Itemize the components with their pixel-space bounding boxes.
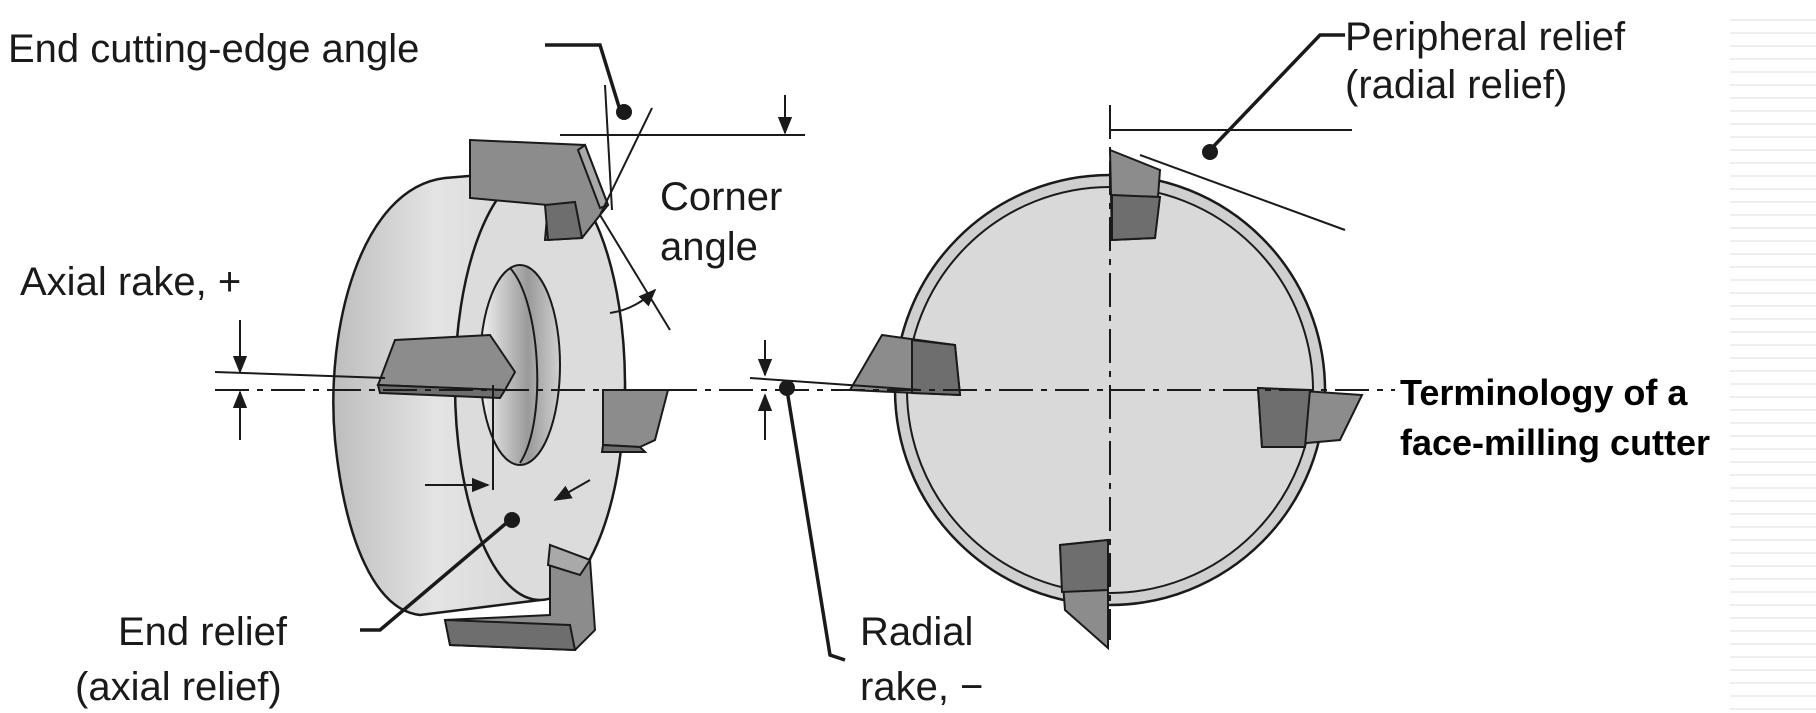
top-insert — [469, 138, 610, 242]
caption-line-1: Terminology of a — [1400, 372, 1688, 413]
annotation-lines — [214, 33, 1352, 662]
face-insert — [600, 389, 670, 453]
label-end-cutting-edge-angle: End cutting-edge angle — [8, 27, 419, 71]
axial-insert — [376, 333, 517, 400]
label-axial-rake: Axial rake, + — [20, 260, 241, 304]
caption-line-2: face-milling cutter — [1400, 422, 1710, 463]
label-rake: rake, − — [860, 665, 983, 709]
cutter-end-view — [848, 148, 1364, 651]
label-radial: Radial — [860, 610, 973, 654]
side-stripes — [1730, 19, 1816, 710]
cutter-side-view — [332, 138, 670, 652]
center-lines — [215, 105, 1395, 640]
bottom-insert — [443, 543, 597, 652]
label-angle: angle — [660, 225, 758, 269]
label-radial-relief: (radial relief) — [1345, 63, 1567, 107]
label-end-relief: End relief — [118, 610, 288, 654]
label-axial-relief: (axial relief) — [75, 665, 282, 709]
label-corner: Corner — [660, 175, 782, 219]
label-peripheral-relief: Peripheral relief — [1345, 15, 1626, 59]
labels: End cutting-edge angle Peripheral relief… — [8, 15, 1710, 709]
